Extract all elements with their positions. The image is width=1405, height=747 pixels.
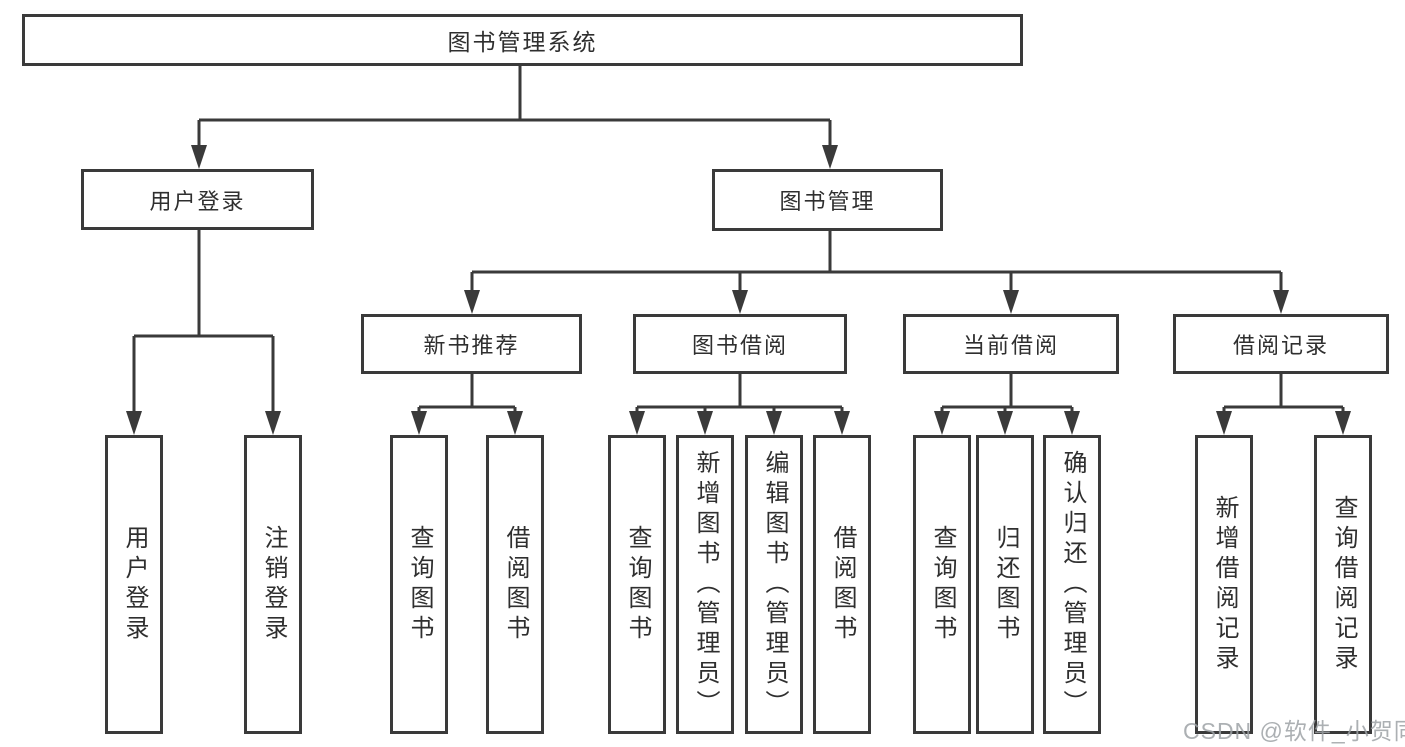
leaf-user-login: 用户登录 [105,435,163,734]
leaf-edit-books-admin: 编辑图书（管理员） [745,435,803,734]
leaf-query-borrow-record: 查询借阅记录 [1314,435,1372,734]
csdn-watermark: CSDN @软件_小贺同学 [1183,718,1405,744]
leaf-add-borrow-record: 新增借阅记录 [1195,435,1253,734]
leaf-query-books-borrowing: 查询图书 [608,435,666,734]
node-current-borrowing: 当前借阅 [903,314,1119,374]
leaf-add-books-admin: 新增图书（管理员） [676,435,734,734]
node-book-management: 图书管理 [712,169,943,231]
leaf-borrow-books-borrowing: 借阅图书 [813,435,871,734]
leaf-query-books-recommend: 查询图书 [390,435,448,734]
leaf-logout: 注销登录 [244,435,302,734]
node-new-book-recommend: 新书推荐 [361,314,582,374]
node-borrowing-records: 借阅记录 [1173,314,1389,374]
leaf-query-books-current: 查询图书 [913,435,971,734]
node-user-login: 用户登录 [81,169,314,230]
leaf-borrow-books-recommend: 借阅图书 [486,435,544,734]
node-book-borrowing: 图书借阅 [633,314,847,374]
leaf-confirm-return-admin: 确认归还（管理员） [1043,435,1101,734]
arrowheads [126,145,1351,435]
leaf-return-books: 归还图书 [976,435,1034,734]
node-root-library-management-system: 图书管理系统 [22,14,1023,66]
